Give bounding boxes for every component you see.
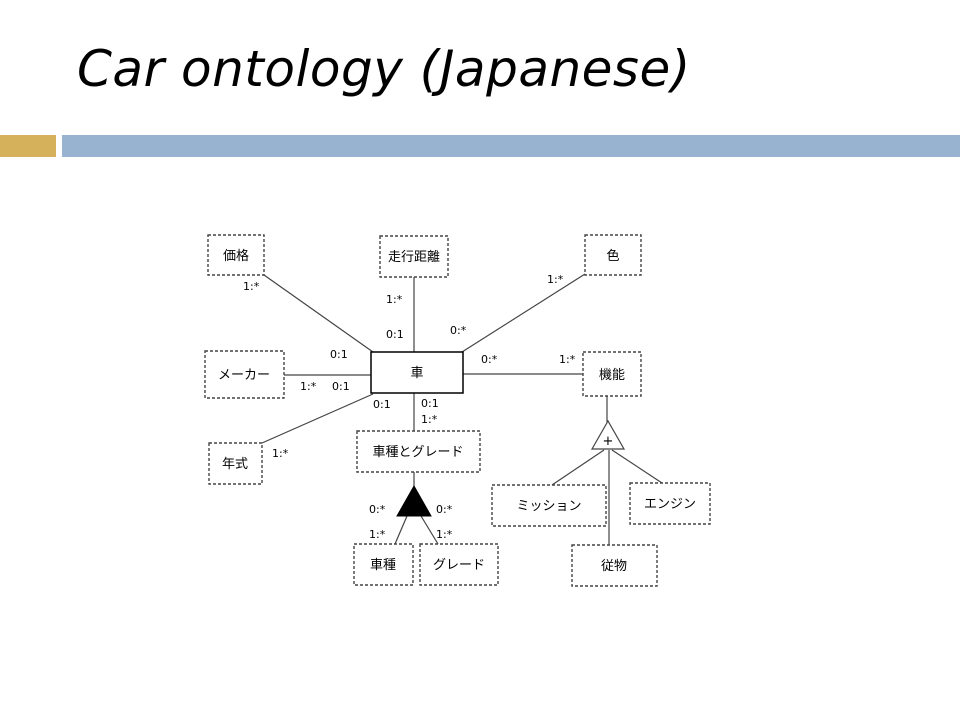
edge-year-car — [261, 393, 374, 444]
mult-model-top: 0:* — [369, 503, 386, 516]
node-label-engine: エンジン — [644, 497, 696, 512]
node-model: 車種 — [353, 543, 414, 586]
mult-modelgrade-car: 0:1 — [421, 397, 439, 410]
inheritance-triangle-filled — [396, 484, 432, 517]
mult-color-end: 1:* — [547, 273, 564, 286]
mult-maker-car: 0:1 — [332, 380, 350, 393]
node-label-function: 機能 — [599, 368, 625, 383]
node-label-grade: グレード — [433, 558, 485, 573]
node-car: 車 — [370, 351, 464, 394]
mult-mileage-end: 1:* — [386, 293, 403, 306]
node-label-mission: ミッション — [516, 499, 581, 514]
node-label-year: 年式 — [222, 457, 248, 472]
plus-triangle — [590, 419, 626, 450]
node-label-color: 色 — [606, 248, 619, 264]
diagram-edges — [261, 273, 663, 545]
mult-color-car: 0:* — [450, 324, 467, 337]
plus-symbol: + — [603, 434, 614, 449]
edge-color-car — [461, 273, 586, 353]
node-function: 機能 — [582, 351, 642, 397]
title-accent-bar-gold — [0, 135, 56, 157]
node-year: 年式 — [208, 442, 263, 485]
mult-year-end: 1:* — [272, 447, 289, 460]
mult-model-bottom: 1:* — [369, 528, 386, 541]
node-label-maker: メーカー — [218, 368, 270, 383]
node-color: 色 — [584, 234, 642, 276]
node-label-model: 車種 — [370, 557, 396, 573]
mult-grade-bottom: 1:* — [436, 528, 453, 541]
node-price: 価格 — [207, 234, 265, 276]
mult-price-end: 1:* — [243, 280, 260, 293]
title-accent-bar-blue — [62, 135, 960, 157]
node-mission: ミッション — [491, 484, 607, 527]
mult-mileage-car: 0:1 — [386, 328, 404, 341]
mult-price-car: 0:1 — [330, 348, 348, 361]
node-accessory: 従物 — [571, 544, 658, 587]
edge-price-car — [263, 274, 374, 353]
node-label-mileage: 走行距離 — [388, 250, 440, 265]
node-maker: メーカー — [204, 350, 285, 399]
multiplicity-labels: 1:* 0:1 1:* 0:1 1:* 0:* 1:* 0:1 0:1 1:* … — [243, 273, 576, 541]
node-label-accessory: 従物 — [601, 559, 627, 574]
mult-year-car: 0:1 — [373, 398, 391, 411]
node-model-grade: 車種とグレード — [356, 430, 481, 473]
mult-modelgrade-end: 1:* — [421, 413, 438, 426]
mult-function-car: 0:* — [481, 353, 498, 366]
node-label-price: 価格 — [223, 248, 249, 264]
mult-maker-end: 1:* — [300, 380, 317, 393]
node-grade: グレード — [419, 543, 499, 586]
edge-plus-engine — [611, 449, 663, 484]
mult-grade-top: 0:* — [436, 503, 453, 516]
node-engine: エンジン — [629, 482, 711, 525]
node-mileage: 走行距離 — [379, 235, 449, 278]
node-label-car: 車 — [410, 366, 423, 381]
edge-triangle-model — [394, 515, 408, 545]
edge-plus-mission — [551, 449, 605, 486]
slide-title: Car ontology (Japanese) — [77, 40, 691, 98]
mult-function-end: 1:* — [559, 353, 576, 366]
node-label-model-grade: 車種とグレード — [372, 444, 463, 460]
edge-triangle-grade — [420, 515, 439, 545]
